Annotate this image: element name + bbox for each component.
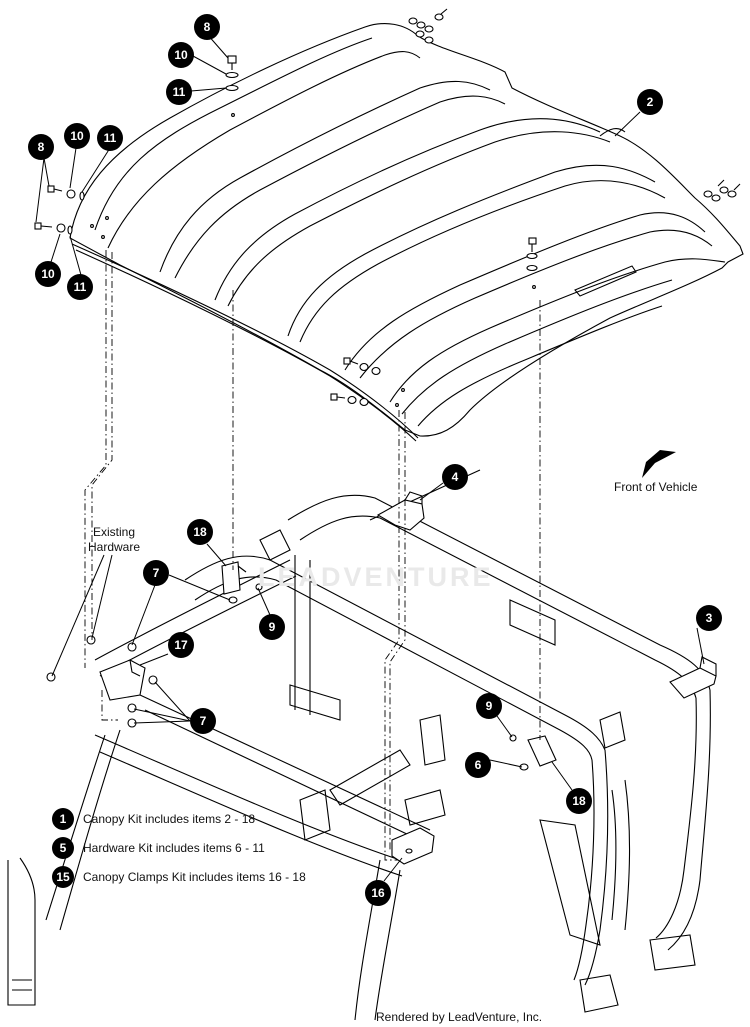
legend-row: 5 Hardware Kit includes items 6 - 11: [52, 837, 265, 859]
svg-text:11: 11: [104, 131, 117, 145]
legend-text: Canopy Clamps Kit includes items 16 - 18: [83, 870, 306, 884]
svg-text:11: 11: [74, 280, 87, 294]
leader-lines: [35, 33, 705, 882]
callout-10-top: 10: [168, 42, 194, 68]
legend-badge: 5: [52, 837, 74, 859]
callout-9-left: 9: [259, 614, 285, 640]
svg-text:7: 7: [153, 566, 160, 580]
legend-text: Hardware Kit includes items 6 - 11: [83, 841, 265, 855]
callout-10-left: 10: [64, 123, 90, 149]
svg-text:9: 9: [269, 620, 276, 634]
legend-row: 1 Canopy Kit includes items 2 - 18: [52, 808, 255, 830]
callout-8-top: 8: [194, 14, 220, 40]
alignment-lines: [84, 250, 541, 861]
front-of-vehicle-label: Front of Vehicle: [614, 480, 698, 494]
callout-11-left: 11: [97, 125, 123, 151]
callout-18-right: 18: [566, 788, 592, 814]
legend-text: Canopy Kit includes items 2 - 18: [83, 812, 256, 826]
callout-2: 2: [637, 89, 663, 115]
svg-text:18: 18: [572, 794, 586, 808]
svg-text:8: 8: [204, 20, 211, 34]
svg-text:6: 6: [475, 758, 482, 772]
roll-cage-frame: [7, 469, 711, 1021]
svg-text:7: 7: [200, 714, 207, 728]
canopy-hardware: [34, 8, 741, 407]
svg-text:10: 10: [174, 48, 188, 62]
callout-18-left: 18: [187, 519, 213, 545]
canopy-roof: [69, 23, 744, 442]
svg-text:18: 18: [193, 525, 207, 539]
svg-text:10: 10: [41, 267, 55, 281]
existing-hardware-label: Existing Hardware: [88, 525, 140, 555]
legend-badge: 15: [52, 866, 74, 888]
callout-8-left: 8: [28, 134, 54, 160]
callout-3: 3: [696, 605, 722, 631]
callout-7-upper: 7: [143, 560, 169, 586]
callout-17: 17: [168, 632, 194, 658]
callout-6: 6: [465, 752, 491, 778]
svg-text:9: 9: [486, 699, 493, 713]
existing-hardware-line1: Existing: [93, 525, 136, 539]
callout-16: 16: [365, 880, 391, 906]
svg-text:3: 3: [706, 611, 713, 625]
svg-text:10: 10: [70, 129, 84, 143]
brackets: [99, 491, 717, 865]
legend-row: 15 Canopy Clamps Kit includes items 16 -…: [52, 866, 306, 888]
callout-11-bottom: 11: [67, 274, 93, 300]
callout-11-top: 11: [166, 79, 192, 105]
callout-7-lower: 7: [190, 708, 216, 734]
existing-hardware-line2: Hardware: [88, 540, 141, 554]
svg-text:11: 11: [173, 85, 186, 99]
svg-text:4: 4: [452, 470, 459, 484]
svg-text:2: 2: [647, 95, 654, 109]
callout-10-bottom: 10: [35, 261, 61, 287]
watermark: LEADVENTURE: [258, 562, 494, 592]
legend-badge: 1: [52, 808, 74, 830]
callout-9-right: 9: [476, 693, 502, 719]
svg-text:8: 8: [38, 140, 45, 154]
frame-hardware: [46, 583, 529, 771]
footer-credit: Rendered by LeadVenture, Inc.: [376, 1010, 543, 1024]
svg-text:16: 16: [371, 886, 385, 900]
svg-text:17: 17: [174, 638, 188, 652]
callout-4: 4: [442, 464, 468, 490]
